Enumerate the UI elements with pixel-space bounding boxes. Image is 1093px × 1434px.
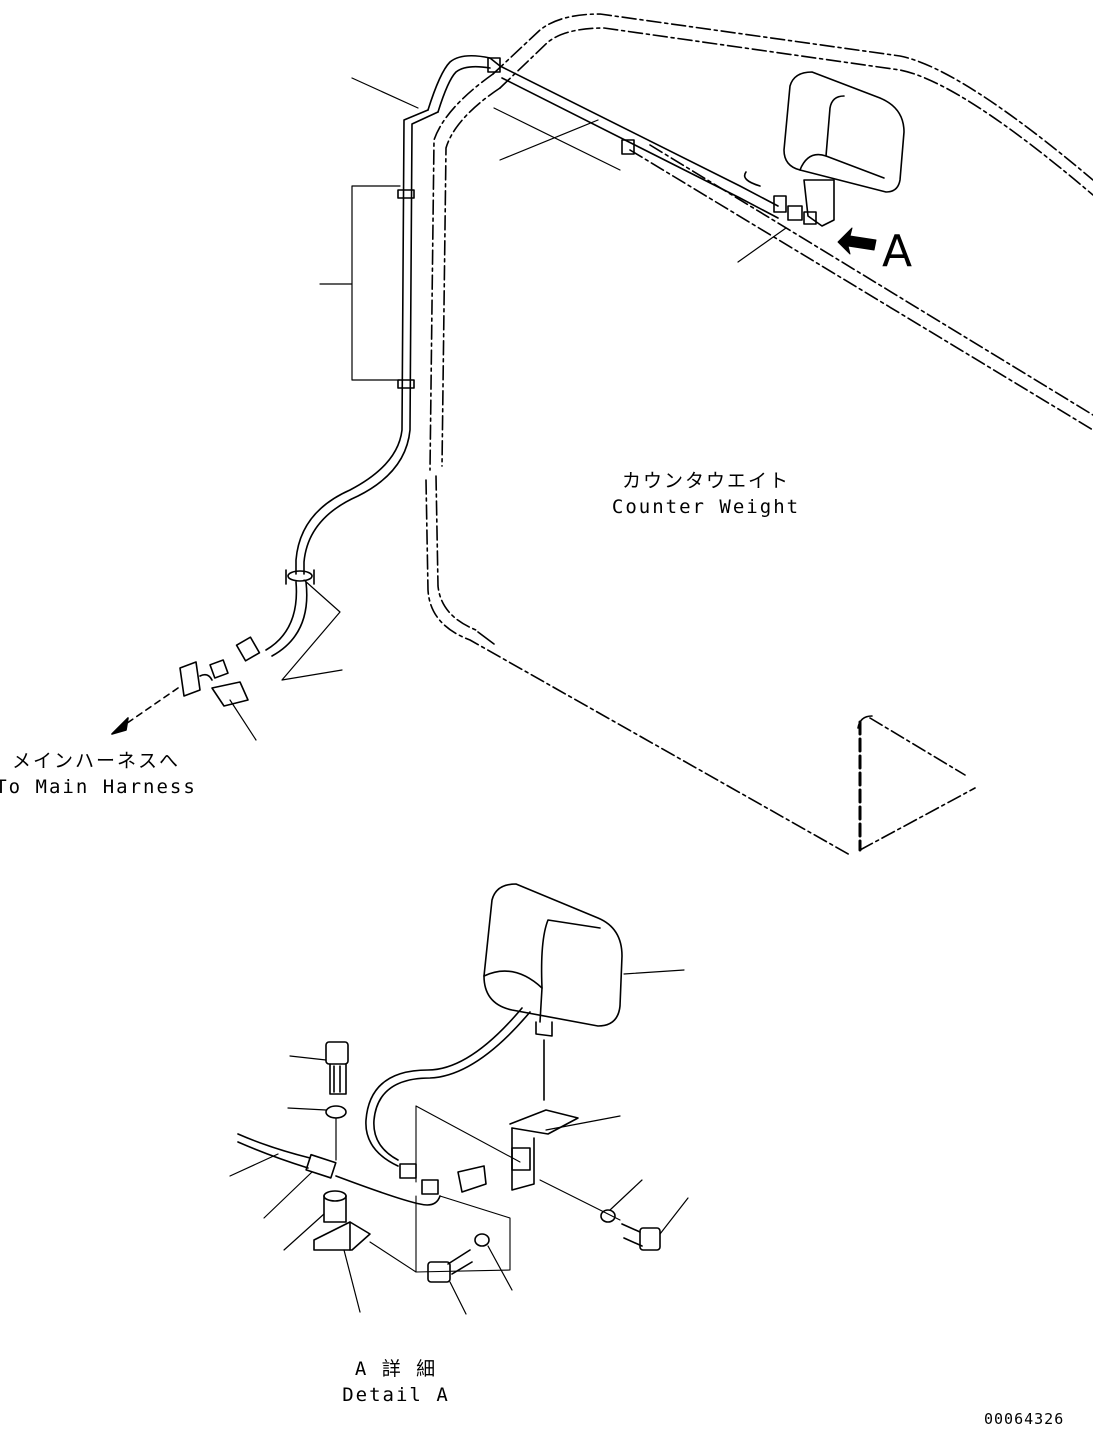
detail-a-guide-lines xyxy=(369,1105,621,1273)
detail-a-bracket-right xyxy=(457,1109,579,1193)
to-main-harness-label-en: To Main Harness xyxy=(0,776,197,798)
counter-weight-label-en: Counter Weight xyxy=(611,496,801,518)
detail-a-label-en: Detail A xyxy=(342,1384,450,1406)
leader-lines-overview xyxy=(229,77,787,741)
detail-a-harness-end xyxy=(237,1133,441,1251)
detail-a-bolt-top xyxy=(325,1041,349,1161)
counter-weight-corner xyxy=(477,631,873,729)
view-a-marker: A xyxy=(882,226,913,277)
leader-lines-detail xyxy=(229,969,689,1315)
harness-lead-arrow xyxy=(111,687,179,735)
harness-connector xyxy=(179,636,261,707)
harness-clamps xyxy=(285,57,635,585)
detail-a-bolt-bottom xyxy=(427,1209,661,1283)
detail-a-lamp xyxy=(483,883,623,1101)
wire-harness xyxy=(265,54,779,657)
counter-weight-label-jp: カウンタウエイト xyxy=(621,470,791,492)
detail-a-cable xyxy=(365,1007,531,1195)
to-main-harness-label-jp: メインハーネスへ xyxy=(11,750,181,772)
view-a-arrow xyxy=(837,227,877,255)
counter-weight-outline xyxy=(425,13,1093,856)
work-lamp-assembly xyxy=(773,71,905,227)
drawing-number: 00064326 xyxy=(984,1410,1065,1428)
detail-a-label-jp: A 詳 細 xyxy=(354,1358,438,1380)
